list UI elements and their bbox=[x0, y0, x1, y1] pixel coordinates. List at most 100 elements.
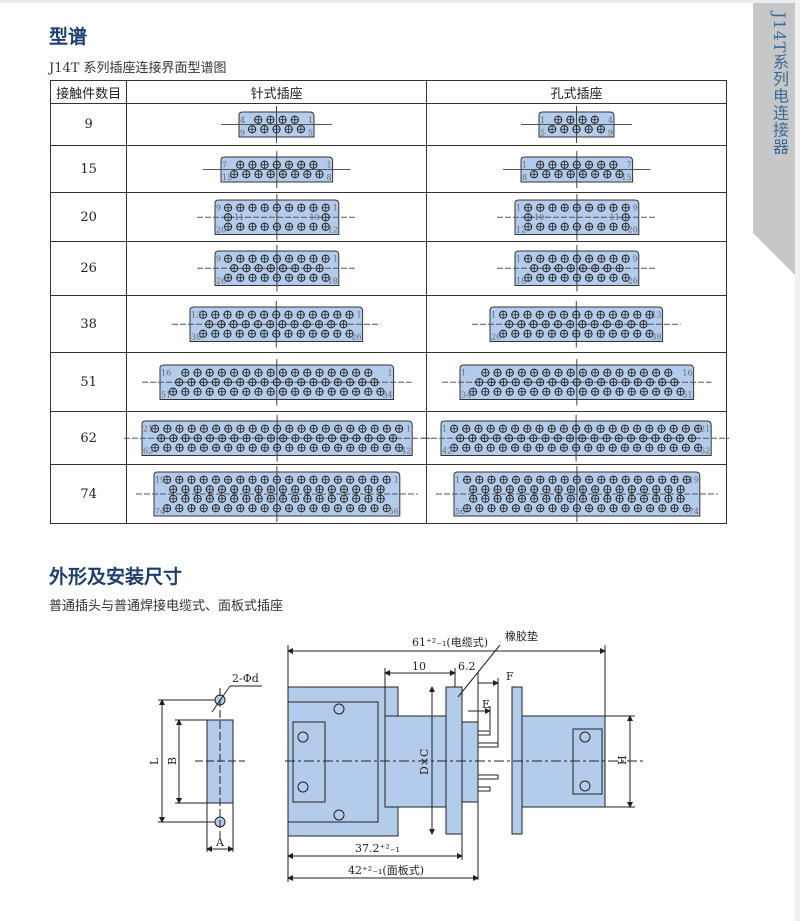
contact bbox=[621, 443, 630, 452]
contact bbox=[315, 368, 324, 377]
contact bbox=[187, 504, 196, 513]
contact bbox=[663, 485, 673, 494]
contact bbox=[229, 387, 239, 396]
contact bbox=[193, 387, 202, 396]
contact bbox=[290, 264, 300, 273]
pin-number-label: 20 bbox=[627, 225, 637, 234]
contact bbox=[572, 504, 581, 513]
contact bbox=[272, 377, 281, 387]
contact bbox=[211, 424, 220, 433]
contact bbox=[260, 160, 269, 169]
contact bbox=[633, 443, 642, 452]
contact bbox=[290, 433, 300, 443]
contact bbox=[223, 310, 232, 319]
contact bbox=[548, 273, 557, 283]
side-tab bbox=[753, 3, 795, 275]
contact bbox=[260, 504, 269, 513]
contact bbox=[511, 475, 520, 484]
contact bbox=[333, 329, 342, 338]
contact bbox=[162, 504, 171, 513]
contact bbox=[676, 485, 685, 494]
contact bbox=[645, 329, 654, 338]
contact bbox=[303, 494, 312, 503]
contact bbox=[596, 125, 606, 134]
contact bbox=[296, 475, 306, 484]
contact bbox=[639, 485, 648, 494]
contact bbox=[321, 273, 330, 283]
contact bbox=[272, 504, 281, 513]
pin-number-label: 19 bbox=[155, 476, 165, 485]
pin-number-label: 1 bbox=[516, 255, 521, 264]
contact bbox=[609, 310, 618, 319]
contact bbox=[602, 433, 612, 443]
contact bbox=[278, 433, 287, 443]
contact bbox=[523, 504, 532, 513]
contact bbox=[535, 222, 545, 231]
contact bbox=[235, 310, 245, 319]
contact bbox=[260, 475, 269, 484]
contact bbox=[535, 203, 545, 212]
pin-number-label: 62 bbox=[143, 446, 153, 455]
contact bbox=[694, 443, 703, 452]
contact bbox=[181, 368, 190, 377]
dim-E: E bbox=[482, 698, 490, 711]
pin-number-label: 74 bbox=[155, 507, 165, 516]
contact bbox=[468, 433, 477, 443]
contact bbox=[578, 433, 587, 443]
contact bbox=[223, 377, 232, 387]
contact bbox=[205, 368, 214, 377]
contact bbox=[480, 485, 490, 494]
contact bbox=[296, 254, 306, 264]
contact bbox=[560, 443, 569, 452]
contact bbox=[596, 222, 606, 231]
contact bbox=[266, 494, 275, 503]
contact bbox=[474, 504, 484, 513]
contact bbox=[223, 222, 232, 231]
contact bbox=[657, 504, 667, 513]
contact bbox=[376, 387, 385, 396]
contact bbox=[296, 443, 306, 452]
contact bbox=[376, 433, 385, 443]
pin-number-label: 21 bbox=[143, 425, 153, 434]
contact bbox=[578, 169, 587, 178]
contact bbox=[560, 160, 569, 169]
pin-number-label: 51 bbox=[161, 390, 171, 399]
contact bbox=[217, 368, 226, 377]
dim-H: H bbox=[616, 755, 629, 765]
contact bbox=[511, 424, 520, 433]
pin-number-label: 38 bbox=[652, 332, 662, 341]
contact bbox=[303, 264, 312, 273]
contact bbox=[523, 273, 532, 283]
contact bbox=[621, 273, 630, 283]
contact bbox=[535, 329, 545, 338]
contact bbox=[284, 504, 293, 513]
contact bbox=[590, 494, 599, 503]
contact bbox=[487, 424, 496, 433]
pin-number-label: 15 bbox=[621, 173, 631, 182]
contact bbox=[303, 387, 312, 396]
contact bbox=[584, 424, 593, 433]
contact bbox=[394, 443, 403, 452]
contact bbox=[529, 433, 538, 443]
pin-number-label: 9 bbox=[632, 204, 637, 213]
contact bbox=[541, 387, 551, 396]
contact bbox=[370, 424, 379, 433]
contact bbox=[572, 125, 581, 134]
contact bbox=[566, 115, 575, 124]
contact bbox=[560, 424, 569, 433]
contact bbox=[615, 169, 624, 178]
contact bbox=[529, 387, 538, 396]
contact bbox=[199, 329, 208, 338]
contact bbox=[229, 494, 239, 503]
contact bbox=[499, 443, 508, 452]
contact bbox=[584, 443, 593, 452]
contact bbox=[278, 485, 287, 494]
contact bbox=[266, 115, 275, 124]
contact bbox=[248, 475, 257, 484]
pin-number-label: 9 bbox=[240, 128, 245, 137]
